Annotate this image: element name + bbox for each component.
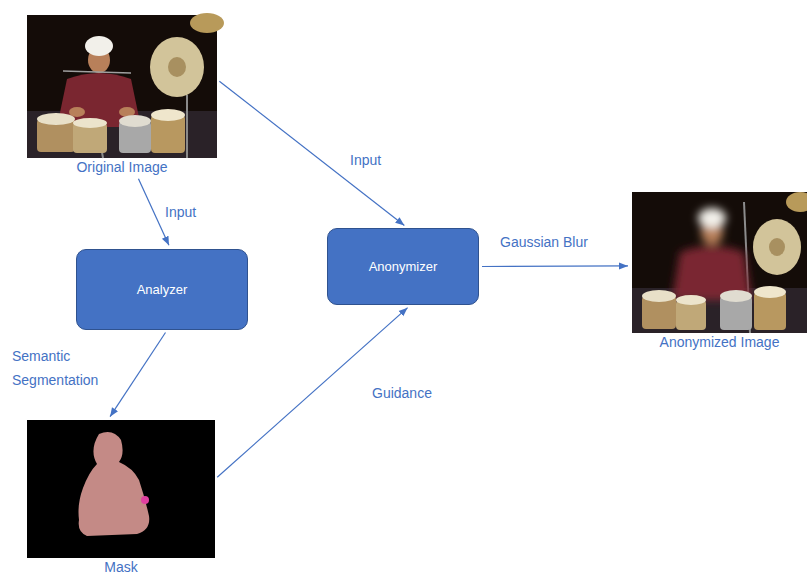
image-caption: Original Image bbox=[27, 159, 217, 176]
drum-head bbox=[754, 286, 786, 298]
photo-background bbox=[632, 192, 807, 333]
image-caption: Mask bbox=[27, 559, 215, 576]
person-silhouette bbox=[79, 432, 150, 536]
image-panel: Mask bbox=[27, 420, 215, 576]
flow-arrow bbox=[482, 265, 628, 267]
drum-head bbox=[676, 295, 706, 305]
cymbal-stand bbox=[186, 95, 188, 158]
original-photo bbox=[27, 13, 224, 158]
anonymized-photo bbox=[632, 192, 807, 333]
edge-label: Gaussian Blur bbox=[500, 230, 588, 254]
drum-head bbox=[73, 118, 107, 128]
mask-background bbox=[27, 420, 215, 558]
edge-label: Input bbox=[350, 148, 381, 172]
cymbal-center bbox=[769, 238, 785, 256]
process-box: Analyzer bbox=[76, 249, 248, 330]
edge-label: Input bbox=[165, 200, 196, 224]
flow-arrow bbox=[110, 333, 165, 417]
box-label: Anonymizer bbox=[369, 259, 438, 275]
drum-head bbox=[720, 290, 752, 302]
flow-arrow bbox=[219, 81, 404, 225]
mask-spot bbox=[141, 496, 149, 504]
mic-boom bbox=[63, 71, 131, 73]
drum-head bbox=[119, 115, 151, 127]
mask-image bbox=[27, 420, 215, 558]
turban bbox=[85, 36, 113, 56]
cymbal bbox=[150, 37, 204, 97]
gong bbox=[190, 13, 224, 33]
edge-label: Guidance bbox=[372, 381, 432, 405]
process-box: Anonymizer bbox=[327, 228, 479, 305]
cymbal-center bbox=[168, 57, 186, 77]
drum-head bbox=[642, 290, 676, 302]
image-panel: Original Image bbox=[27, 15, 217, 176]
photo-background bbox=[27, 15, 217, 158]
box-label: Analyzer bbox=[137, 282, 188, 298]
edge-label: Semantic Segmentation bbox=[12, 344, 102, 392]
blurred-performer bbox=[672, 208, 752, 300]
image-panel: Anonymized Image bbox=[632, 192, 807, 351]
image-caption: Anonymized Image bbox=[632, 334, 807, 351]
cymbal bbox=[753, 219, 801, 275]
stage-floor bbox=[27, 111, 217, 158]
gong bbox=[786, 192, 807, 212]
turban bbox=[698, 208, 726, 228]
drum-head bbox=[151, 109, 185, 121]
drum-head bbox=[37, 113, 75, 125]
